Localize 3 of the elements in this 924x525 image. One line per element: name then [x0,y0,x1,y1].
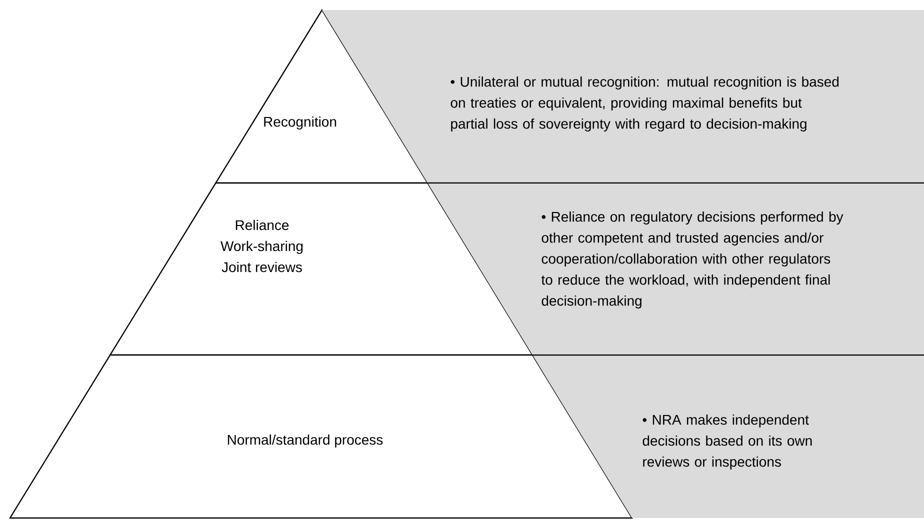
description-panel: • Reliance on regulatory decisions performed by other competent and trusted agencies and/or cooperation/collaboration with other regulators to reduce the workload, with independent final decision-making [428,183,924,355]
description-panel: • NRA makes independent decisions based on its own reviews or inspections [532,355,924,518]
node-label: Normal/standard process [228,434,383,448]
